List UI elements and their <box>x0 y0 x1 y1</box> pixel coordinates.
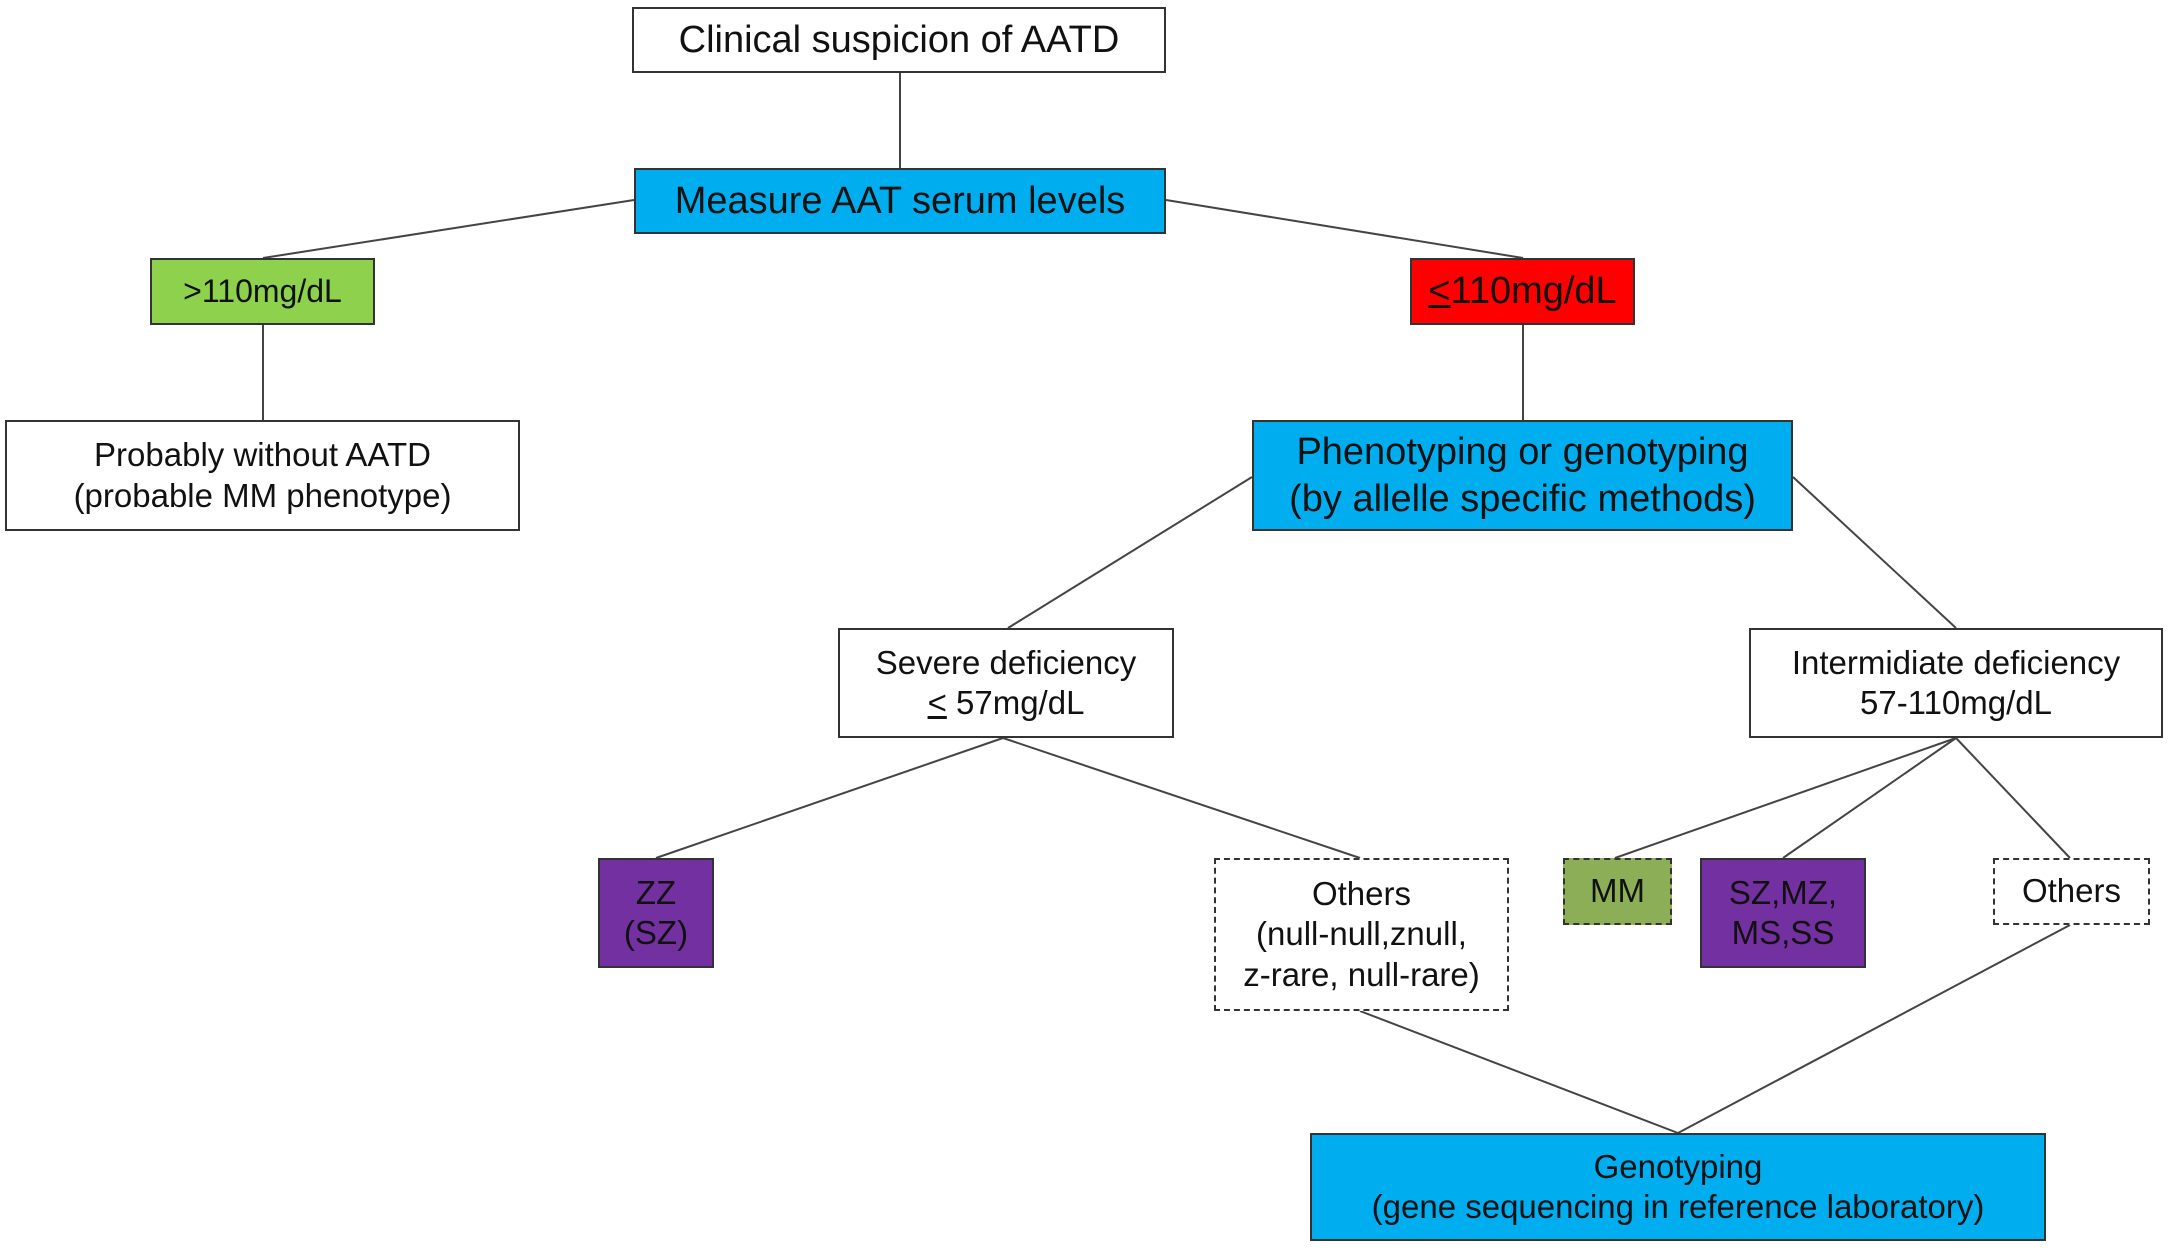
low-level-label: <110mg/dL <box>1428 268 1616 314</box>
others-intermediate-box: Others <box>1993 858 2150 925</box>
others-severe-box: Others (null-null,znull, z-rare, null-ra… <box>1214 858 1509 1011</box>
connector-severe-others <box>1002 737 1361 859</box>
clinical-suspicion-label: Clinical suspicion of AATD <box>678 18 1120 61</box>
mm-label: MM <box>1590 872 1645 910</box>
genotyping-line-1: Genotyping <box>1593 1147 1763 1185</box>
probably-line-1: Probably without AATD <box>94 436 431 474</box>
probably-without-box: Probably without AATD (probable MM pheno… <box>5 420 520 531</box>
connector-intermediate-sz <box>1782 737 1957 859</box>
genotyping-box: Genotyping (gene sequencing in reference… <box>1310 1133 2046 1241</box>
intermediate-line-1: Intermidiate deficiency <box>1791 643 2121 681</box>
severe-value: 57mg/dL <box>946 684 1085 721</box>
connector-measure-low <box>1165 199 1524 259</box>
zz-line-2: (SZ) <box>623 914 689 951</box>
sz-mz-line-2: MS,SS <box>1731 914 1835 951</box>
genotyping-line-2: (gene sequencing in reference laboratory… <box>1371 1188 1985 1225</box>
others-intermediate-label: Others <box>2021 872 2122 910</box>
connector-intermediate-others <box>1955 737 2071 859</box>
low-level-symbol: < <box>1428 270 1451 313</box>
others-severe-line-1: Others <box>1311 875 1412 913</box>
severe-title: Severe deficiency <box>875 643 1137 681</box>
zz-line-1: ZZ <box>635 873 677 911</box>
mm-genotype-box: MM <box>1563 858 1672 925</box>
others-severe-line-2: (null-null,znull, <box>1256 915 1467 953</box>
low-level-box: <110mg/dL <box>1410 258 1635 325</box>
phenotyping-box: Phenotyping or genotyping (by allelle sp… <box>1252 420 1793 531</box>
high-level-label: >110mg/dL <box>183 272 342 309</box>
high-level-box: >110mg/dL <box>150 258 375 325</box>
connector-phenotyping-intermediate <box>1792 476 1957 629</box>
severe-range: < 57mg/dL <box>928 683 1085 723</box>
severe-deficiency-box: Severe deficiency < 57mg/dL <box>838 628 1174 738</box>
intermediate-line-2: 57-110mg/dL <box>1859 684 2053 721</box>
measure-serum-label: Measure AAT serum levels <box>674 179 1126 222</box>
phenotyping-line-1: Phenotyping or genotyping <box>1296 431 1749 474</box>
low-level-value: 110mg/dL <box>1450 270 1617 313</box>
connector-intermediate-mm <box>1614 737 1957 859</box>
intermediate-deficiency-box: Intermidiate deficiency 57-110mg/dL <box>1749 628 2163 738</box>
sz-mz-genotype-box: SZ,MZ, MS,SS <box>1700 858 1866 968</box>
connector-others-genotyping <box>1359 1010 1679 1134</box>
connector-others-intermediate-genotyping <box>1677 924 2071 1134</box>
others-severe-line-3: z-rare, null-rare) <box>1243 955 1480 993</box>
zz-genotype-box: ZZ (SZ) <box>598 858 714 968</box>
sz-mz-line-1: SZ,MZ, <box>1728 873 1838 911</box>
connector-severe-zz <box>655 737 1004 859</box>
severe-symbol: < <box>927 684 947 721</box>
connector-phenotyping-severe <box>1007 476 1253 629</box>
connector-measure-high <box>262 199 635 259</box>
measure-serum-box: Measure AAT serum levels <box>634 168 1166 234</box>
clinical-suspicion-box: Clinical suspicion of AATD <box>632 7 1166 73</box>
probably-line-2: (probable MM phenotype) <box>73 476 452 514</box>
phenotyping-line-2: (by allelle specific methods) <box>1289 477 1756 520</box>
